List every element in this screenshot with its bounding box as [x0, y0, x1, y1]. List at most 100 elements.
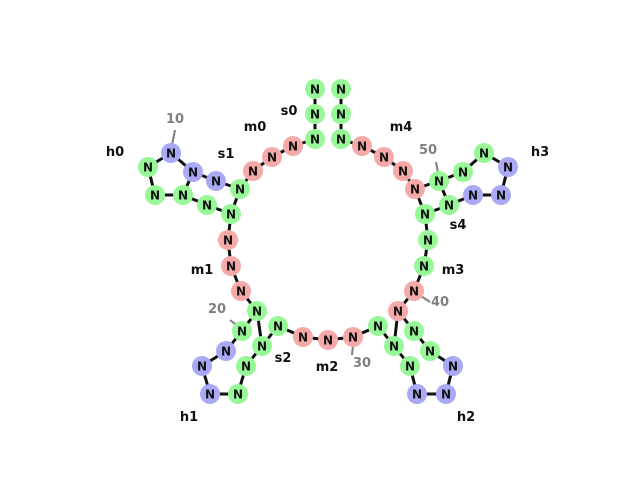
atom-circle	[393, 161, 413, 181]
atom-circle	[343, 327, 363, 347]
atom-node: N	[268, 316, 288, 336]
atom-symbol: N	[409, 325, 419, 339]
atom-node: N	[221, 204, 241, 224]
atom-circle	[305, 104, 325, 124]
atom-node: N	[206, 171, 226, 191]
atom-symbol: N	[310, 133, 320, 147]
atom-node: N	[161, 143, 181, 163]
atom-symbol: N	[444, 199, 454, 213]
atom-symbol: N	[257, 340, 267, 354]
atom-symbol: N	[336, 83, 346, 97]
atom-circle	[236, 356, 256, 376]
atom-symbol: N	[237, 325, 247, 339]
atom-node: N	[404, 321, 424, 341]
atom-circle	[418, 230, 438, 250]
atom-symbol: N	[235, 183, 245, 197]
atom-symbol: N	[248, 165, 258, 179]
atom-node: N	[388, 301, 408, 321]
atom-node: N	[420, 341, 440, 361]
atom-node: N	[331, 104, 351, 124]
atom-symbol: N	[323, 334, 333, 348]
atom-node: N	[405, 179, 425, 199]
atom-node: N	[283, 136, 303, 156]
atom-node: N	[236, 356, 256, 376]
atom-node: N	[173, 185, 193, 205]
atom-circle	[331, 104, 351, 124]
atom-circle	[453, 162, 473, 182]
atom-symbol: N	[273, 320, 283, 334]
atom-node: N	[138, 157, 158, 177]
atom-symbol: N	[178, 189, 188, 203]
atom-node: N	[230, 179, 250, 199]
atom-circle	[474, 143, 494, 163]
atom-circle	[200, 384, 220, 404]
atom-circle	[216, 341, 236, 361]
atom-node: N	[293, 327, 313, 347]
atom-node: N	[393, 161, 413, 181]
atom-node: N	[262, 147, 282, 167]
atom-circle	[305, 79, 325, 99]
atom-circle	[318, 330, 338, 350]
atom-circle	[415, 204, 435, 224]
atom-node: N	[218, 230, 238, 250]
group-label-s0: s0	[281, 104, 298, 119]
group-label-m0: m0	[244, 120, 267, 135]
atom-circle	[206, 171, 226, 191]
atom-circle	[404, 321, 424, 341]
atom-symbol: N	[434, 175, 444, 189]
group-label-m3: m3	[442, 263, 465, 278]
atom-circle	[331, 79, 351, 99]
atom-symbol: N	[241, 360, 251, 374]
atom-circle	[407, 384, 427, 404]
atom-circle	[218, 230, 238, 250]
atom-node: N	[305, 129, 325, 149]
index-label-50: 50	[419, 143, 437, 158]
atom-circle	[161, 143, 181, 163]
atom-circle	[228, 384, 248, 404]
atom-circle	[192, 356, 212, 376]
atom-symbol: N	[357, 140, 367, 154]
atom-node: N	[305, 104, 325, 124]
index-label-40: 40	[431, 295, 449, 310]
atom-node: N	[331, 129, 351, 149]
index-label-20: 20	[208, 302, 226, 317]
atom-circle	[173, 185, 193, 205]
atom-symbol: N	[226, 208, 236, 222]
atom-circle	[247, 301, 267, 321]
group-label-h0: h0	[106, 145, 124, 160]
atom-node: N	[183, 162, 203, 182]
atom-circle	[384, 336, 404, 356]
atom-circle	[145, 185, 165, 205]
atom-node: N	[232, 321, 252, 341]
atom-circle	[404, 281, 424, 301]
atom-symbol: N	[425, 345, 435, 359]
atom-circle	[293, 327, 313, 347]
atom-node: N	[231, 281, 251, 301]
atom-node: N	[404, 281, 424, 301]
atom-symbol: N	[310, 108, 320, 122]
atom-circle	[420, 341, 440, 361]
atom-symbol: N	[419, 260, 429, 274]
atom-symbol: N	[188, 166, 198, 180]
atom-node: N	[436, 384, 456, 404]
atom-symbol: N	[458, 166, 468, 180]
atom-circle	[197, 195, 217, 215]
atom-node: N	[374, 147, 394, 167]
atom-symbol: N	[379, 151, 389, 165]
atom-symbol: N	[233, 388, 243, 402]
atom-symbol: N	[211, 175, 221, 189]
atom-symbol: N	[409, 285, 419, 299]
atom-node: N	[200, 384, 220, 404]
atom-symbol: N	[503, 161, 513, 175]
group-label-m1: m1	[191, 263, 214, 278]
group-label-s4: s4	[450, 218, 467, 233]
atom-circle	[221, 204, 241, 224]
atom-symbol: N	[393, 305, 403, 319]
atom-node: N	[415, 204, 435, 224]
atom-node: N	[400, 356, 420, 376]
atom-node: N	[439, 195, 459, 215]
atom-node: N	[221, 256, 241, 276]
